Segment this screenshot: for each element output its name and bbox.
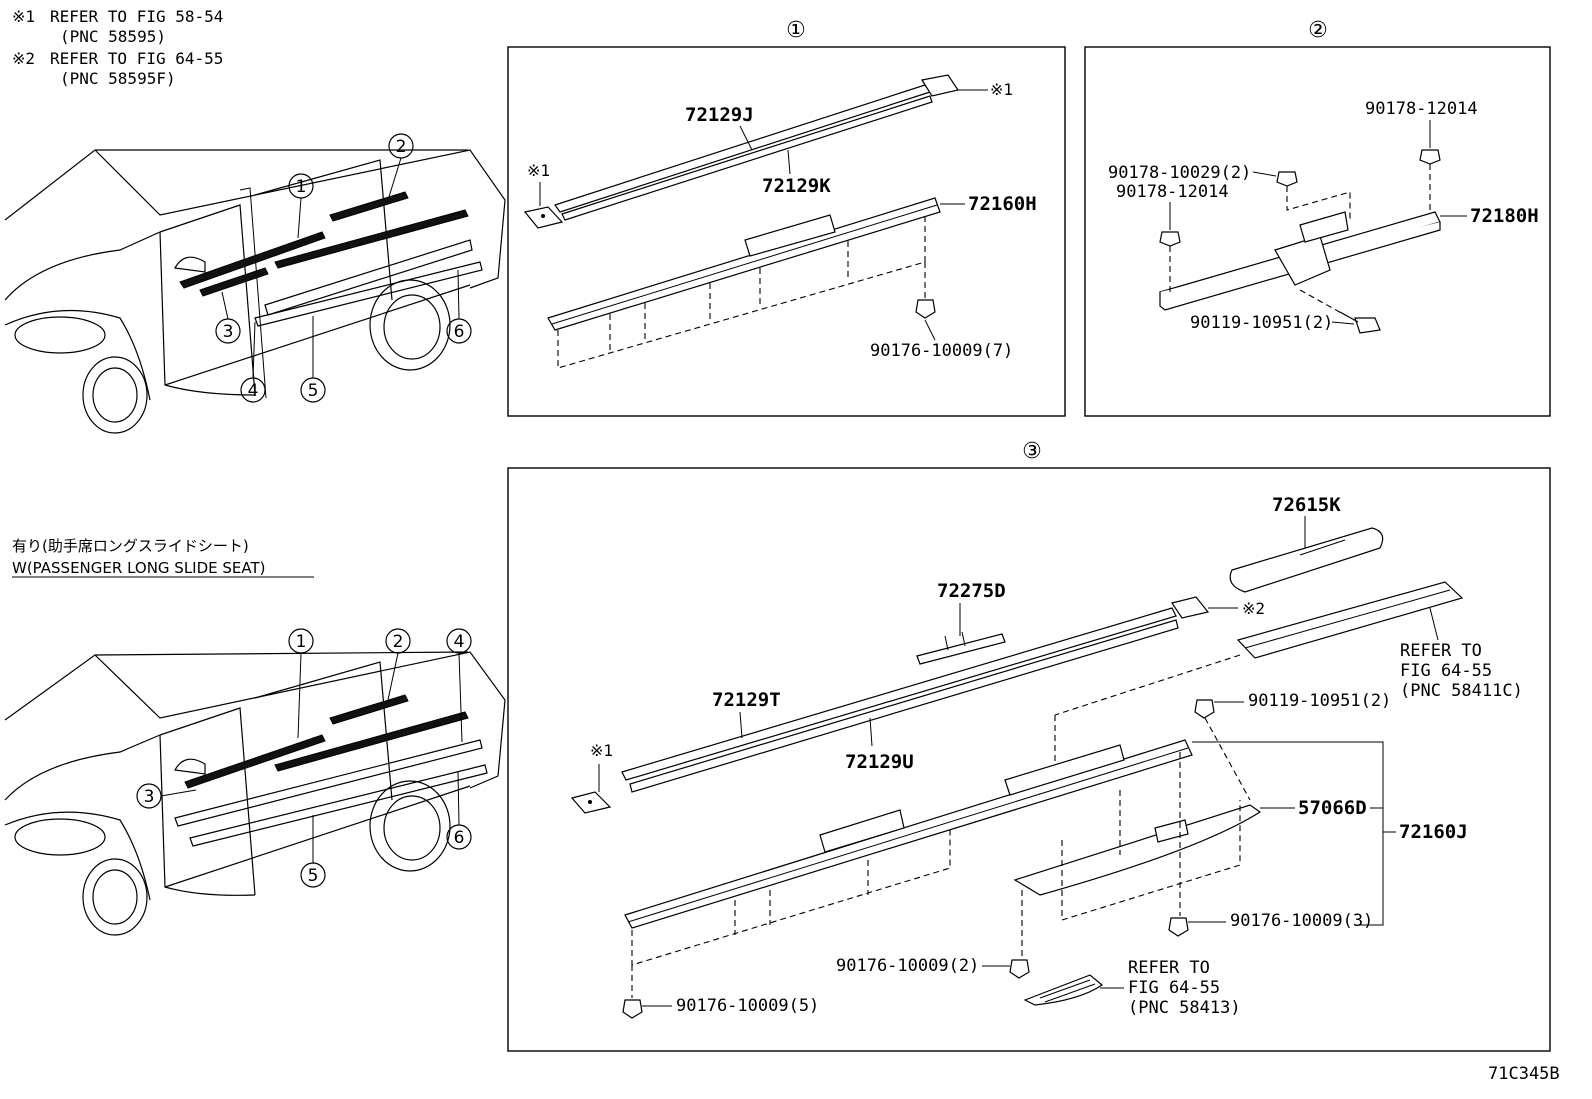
- label-90176-10009-3: 90176-10009(3): [1230, 911, 1373, 931]
- note1-line2: (PNC 58595): [60, 27, 166, 46]
- callout-1: 1: [296, 177, 307, 197]
- note2-line2: (PNC 58595F): [60, 69, 176, 88]
- callout-2b: 2: [393, 632, 404, 652]
- callout-3: 3: [223, 322, 234, 342]
- ref-mark-sx2: ※2: [1242, 599, 1265, 618]
- label-90176-10009-2: 90176-10009(2): [836, 956, 979, 976]
- refer-b-line2: FIG 64-55: [1128, 978, 1220, 998]
- label-72160H: 72160H: [968, 193, 1037, 215]
- refer-a-line3: (PNC 58411C): [1400, 681, 1523, 701]
- callout-4b: 4: [454, 632, 465, 652]
- callout-1b: 1: [296, 632, 307, 652]
- panel-3: ③ 72615K 72275D 72129T 72129U ※1 ※2 REFE…: [507, 439, 1551, 1052]
- label-72129K: 72129K: [762, 175, 831, 197]
- callouts-bottom: 1 2 4 3 5 6: [136, 628, 472, 888]
- refer-b-line1: REFER TO: [1128, 958, 1210, 978]
- callout-2: 2: [396, 137, 407, 157]
- label-72615K: 72615K: [1272, 494, 1341, 516]
- label-72129J: 72129J: [685, 104, 754, 126]
- panel-2: ② 90178-12014 90178-10029(2) 90178-12014…: [1084, 18, 1551, 417]
- label-57066D: 57066D: [1298, 797, 1367, 819]
- vehicle-illustration-bottom: [4, 651, 506, 936]
- label-72129U: 72129U: [845, 751, 914, 773]
- label-90178-10029: 90178-10029(2): [1108, 163, 1251, 183]
- refer-b-line3: (PNC 58413): [1128, 998, 1241, 1018]
- note2-line1: REFER TO FIG 64-55: [50, 49, 223, 68]
- ref-mark-sx1: ※1: [590, 741, 613, 760]
- variant-label: 有り(助手席ロングスライドシート) W(PASSENGER LONG SLIDE…: [12, 537, 314, 578]
- note2-mark: ※2: [12, 49, 35, 68]
- label-72275D: 72275D: [937, 580, 1006, 602]
- ref-mark-1b: ※1: [990, 80, 1013, 99]
- panel-1: ① 72129J 72129K 72160H 90176-10009(7) ※1: [507, 18, 1066, 417]
- panel-3-title: ③: [1022, 439, 1042, 464]
- panel-2-title: ②: [1308, 18, 1328, 43]
- callout-6b: 6: [454, 828, 465, 848]
- note1-mark: ※1: [12, 7, 35, 26]
- callout-4: 4: [248, 381, 259, 401]
- label-72129T: 72129T: [712, 689, 781, 711]
- variant-jp-label: 有り(助手席ロングスライドシート): [12, 537, 249, 555]
- figure-id: 71C345B: [1488, 1064, 1560, 1084]
- notes-block: ※1 REFER TO FIG 58-54 (PNC 58595) ※2 REF…: [12, 7, 223, 88]
- label-72180H: 72180H: [1470, 205, 1539, 227]
- callouts-top: 1 2 3 4 5 6: [215, 133, 472, 403]
- ref-mark-1a: ※1: [527, 161, 550, 180]
- callout-5b: 5: [308, 866, 319, 886]
- variant-en-label: W(PASSENGER LONG SLIDE SEAT): [12, 559, 266, 577]
- callout-3b: 3: [144, 787, 155, 807]
- label-90178-12014-top: 90178-12014: [1365, 99, 1478, 119]
- callout-5: 5: [308, 381, 319, 401]
- panel-1-title: ①: [786, 18, 806, 43]
- label-90119-10951: 90119-10951(2): [1190, 313, 1333, 333]
- note1-line1: REFER TO FIG 58-54: [50, 7, 223, 26]
- label-90119-10951-p3: 90119-10951(2): [1248, 691, 1391, 711]
- label-90178-12014-left: 90178-12014: [1116, 182, 1229, 202]
- label-90176-10009-7: 90176-10009(7): [870, 341, 1013, 361]
- refer-a-line2: FIG 64-55: [1400, 661, 1492, 681]
- refer-a-line1: REFER TO: [1400, 641, 1482, 661]
- label-72160J: 72160J: [1399, 821, 1468, 843]
- label-90176-10009-5: 90176-10009(5): [676, 996, 819, 1016]
- callout-6: 6: [454, 322, 465, 342]
